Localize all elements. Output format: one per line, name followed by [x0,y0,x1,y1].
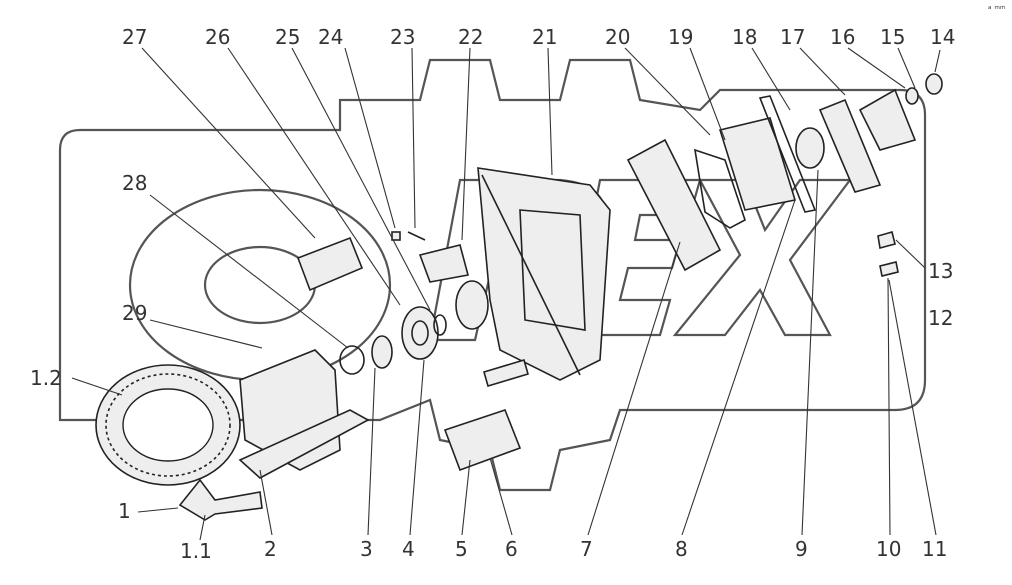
part-snap-ring [339,345,365,375]
callout-1: 1 [118,499,131,523]
callout-3: 3 [360,537,373,561]
watermark-letter-x [672,178,853,337]
callout-6: 6 [505,537,518,561]
part-washer-15 [905,87,919,105]
part-pin-23 [407,231,426,241]
callout-13: 13 [928,259,953,283]
watermark-letter-o [128,188,392,382]
callout-1-2: 1.2 [30,366,62,390]
callout-19: 19 [668,25,693,49]
callout-24: 24 [318,25,343,49]
callout-27: 27 [122,25,147,49]
callout-26: 26 [205,25,230,49]
callout-15: 15 [880,25,905,49]
part-drive-pinion [178,478,263,521]
callout-12: 12 [928,306,953,330]
callout-18: 18 [732,25,757,49]
callout-4: 4 [402,537,415,561]
callout-16: 16 [830,25,855,49]
part-yoke-16 [858,88,917,151]
part-nut-24 [391,231,401,241]
part-seal-9 [795,127,825,169]
callout-labels: 27 26 25 24 23 22 21 20 19 18 17 16 15 1… [30,5,1006,563]
part-flange-17 [818,98,882,193]
part-differential-case [238,349,370,479]
leader-lines [71,47,941,541]
callout-17: 17 [780,25,805,49]
part-roller-set-upper [296,236,364,292]
part-bracket-22 [418,244,469,283]
callout-9: 9 [795,537,808,561]
callout-22: 22 [458,25,483,49]
corner-mark: ᵃ ᵐᵐ [988,5,1006,15]
part-bearing-4 [401,306,439,360]
callout-7: 7 [580,537,593,561]
callout-10: 10 [876,537,901,561]
part-nut-14 [925,73,943,95]
callout-14: 14 [930,25,955,49]
part-carrier-housing [477,167,611,381]
callout-23: 23 [390,25,415,49]
part-shaft-8 [758,95,817,213]
part-bolt-12 [879,261,899,277]
callout-21: 21 [532,25,557,49]
part-bearing-3 [371,335,393,369]
callout-2: 2 [264,537,277,561]
callout-28: 28 [122,171,147,195]
callout-25: 25 [275,25,300,49]
callout-8: 8 [675,537,688,561]
callout-1-1: 1.1 [180,539,212,563]
part-bolt-13 [877,231,896,249]
callout-5: 5 [455,537,468,561]
part-pin-10 [483,359,529,387]
part-cover-7 [626,138,722,272]
part-gasket-20 [693,148,746,229]
part-bearing-25 [455,280,489,330]
callout-20: 20 [605,25,630,49]
callout-29: 29 [122,301,147,325]
part-ring-gear [95,364,241,486]
callout-11: 11 [922,537,947,561]
part-roller-set-lower [443,409,522,472]
